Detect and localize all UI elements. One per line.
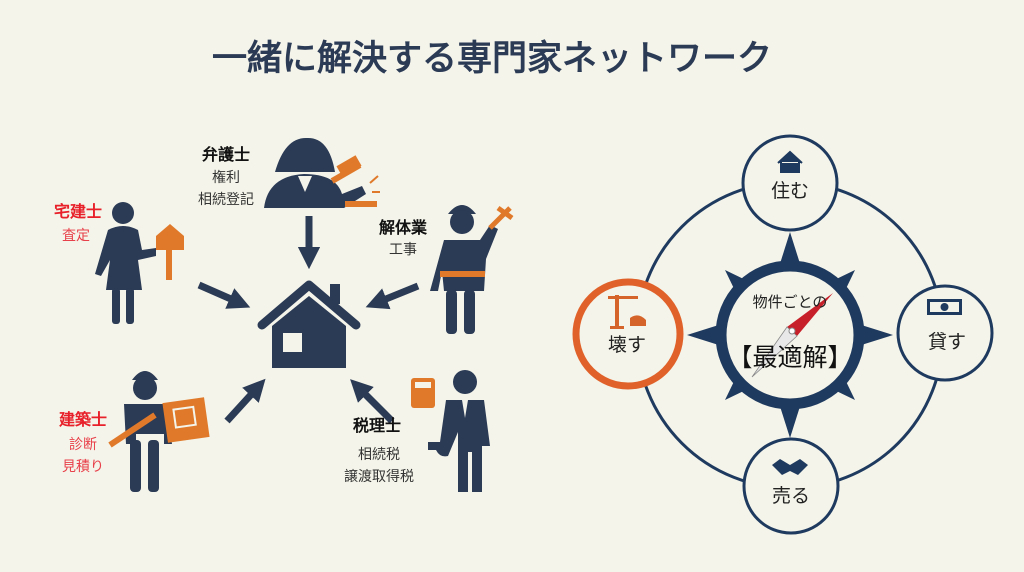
option-label: 貸す (928, 331, 966, 353)
option-sell[interactable]: 売る (742, 437, 840, 535)
center-text-main: 【最適解】 (727, 343, 852, 372)
expert-role: 税理士 (353, 416, 401, 435)
expert-task: 診断 (69, 437, 97, 453)
option-label: 壊す (608, 334, 646, 356)
tax-accountant-calculator-icon (411, 370, 490, 492)
realtor-key-icon (95, 202, 184, 324)
money-icon (927, 299, 962, 315)
expert-task: 見積り (62, 459, 104, 475)
crane-icon (608, 295, 646, 329)
arrow-from-demolition (365, 282, 420, 310)
option-live[interactable]: 住む (741, 134, 839, 232)
expert-task: 工事 (389, 242, 417, 258)
arrow-from-architect (224, 378, 266, 424)
house-icon (777, 150, 803, 173)
option-demolish[interactable]: 壊す (572, 278, 684, 390)
arrows (197, 216, 420, 424)
option-label: 売る (772, 485, 810, 507)
expert-task: 譲渡取得税 (344, 468, 414, 485)
expert-task: 相続登記 (198, 191, 254, 208)
architect-blueprint-icon (108, 371, 210, 492)
demolition-worker-hammer-icon (430, 205, 514, 334)
arrow-from-tax (350, 379, 395, 424)
house-icon (257, 280, 361, 368)
expert-task: 査定 (62, 228, 90, 244)
expert-task: 相続税 (358, 446, 400, 463)
option-label: 住む (771, 180, 809, 202)
expert-role: 宅建士 (54, 202, 102, 221)
arrow-from-realtor (197, 281, 251, 309)
option-rent[interactable]: 貸す (896, 284, 994, 382)
expert-role: 解体業 (379, 218, 428, 237)
handshake-icon (772, 459, 808, 475)
expert-role: 建築士 (59, 410, 107, 429)
expert-role: 弁護士 (202, 145, 250, 164)
center-text-top: 物件ごとの (753, 293, 828, 311)
expert-task: 権利 (212, 169, 240, 186)
page-title: 一緒に解決する専門家ネットワーク (212, 39, 772, 79)
compass-needle-north (787, 293, 833, 336)
lawyer-gavel-icon (264, 137, 380, 208)
